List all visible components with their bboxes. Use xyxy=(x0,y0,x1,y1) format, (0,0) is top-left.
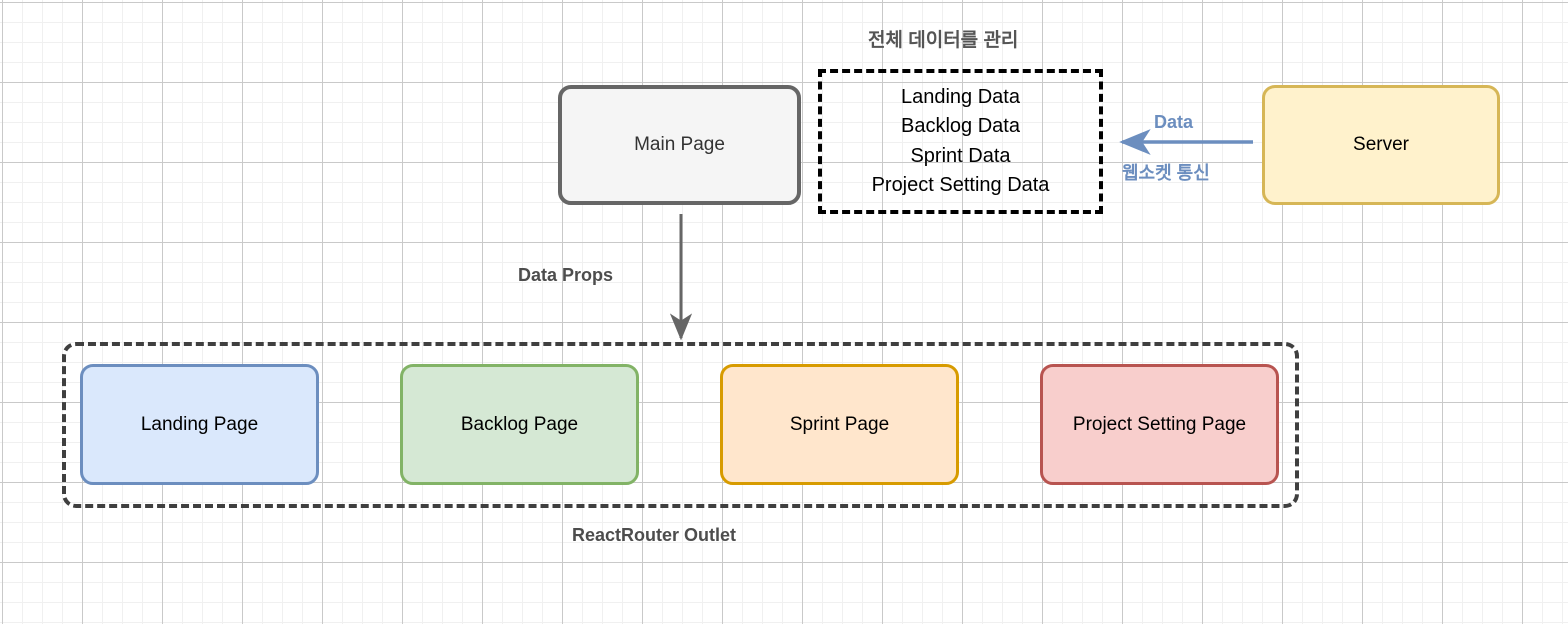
node-main-page-label: Main Page xyxy=(634,134,725,156)
reactrouter-outlet-container xyxy=(62,342,1299,508)
node-backlog-page-label: Backlog Page xyxy=(460,413,579,435)
node-project-setting-page[interactable]: Project Setting Page xyxy=(1040,364,1279,485)
node-backlog-page[interactable]: Backlog Page xyxy=(400,364,639,485)
node-sprint-page-label: Sprint Page xyxy=(789,413,890,435)
managed-data-list: Landing Data Backlog Data Sprint Data Pr… xyxy=(871,85,1050,196)
node-project-setting-page-label: Project Setting Page xyxy=(1072,413,1247,435)
node-main-page[interactable]: Main Page xyxy=(558,85,801,205)
node-server-label: Server xyxy=(1353,134,1409,156)
data-box-caption: 전체 데이터를 관리 xyxy=(868,30,1019,51)
edge-label-websocket: 웹소켓 통신 xyxy=(1122,163,1210,183)
node-sprint-page[interactable]: Sprint Page xyxy=(720,364,959,485)
edge-label-data-props: Data Props xyxy=(518,265,614,285)
edge-label-data: Data xyxy=(1154,112,1194,132)
node-server[interactable]: Server xyxy=(1262,85,1500,205)
node-landing-page-label: Landing Page xyxy=(140,413,259,435)
managed-data-box: Landing Data Backlog Data Sprint Data Pr… xyxy=(818,69,1103,214)
node-landing-page[interactable]: Landing Page xyxy=(80,364,319,485)
reactrouter-outlet-label: ReactRouter Outlet xyxy=(572,525,737,545)
